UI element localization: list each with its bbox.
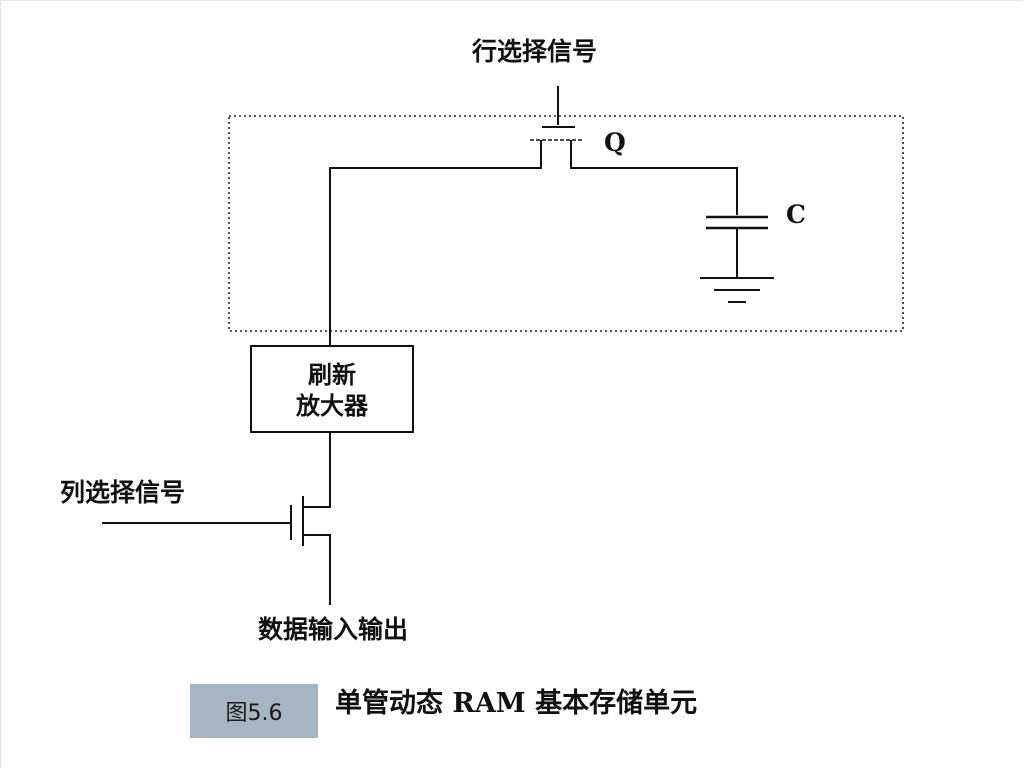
capacitor-c-label: C	[786, 200, 806, 229]
refresh-amplifier-box	[250, 345, 414, 433]
row-select-signal-label: 行选择信号	[471, 37, 597, 66]
transistor-q-label: Q	[604, 128, 626, 157]
amplifier-label-line2: 放大器	[295, 392, 369, 420]
amplifier-label-line1: 刷新	[308, 361, 356, 389]
q-drain-leg	[570, 140, 738, 215]
column-select-signal-label: 列选择信号	[60, 478, 185, 507]
figure-number-badge: 图5.6	[190, 684, 318, 738]
q-source-leg	[329, 140, 542, 346]
amp-to-column-transistor-wire	[304, 432, 331, 508]
cell-boundary-box	[228, 115, 904, 332]
figure-caption: 单管动态 RAM 基本存储单元	[335, 688, 698, 719]
ground-icon	[700, 277, 774, 303]
data-io-label: 数据输入输出	[258, 615, 408, 644]
column-transistor-output-wire	[304, 534, 331, 605]
